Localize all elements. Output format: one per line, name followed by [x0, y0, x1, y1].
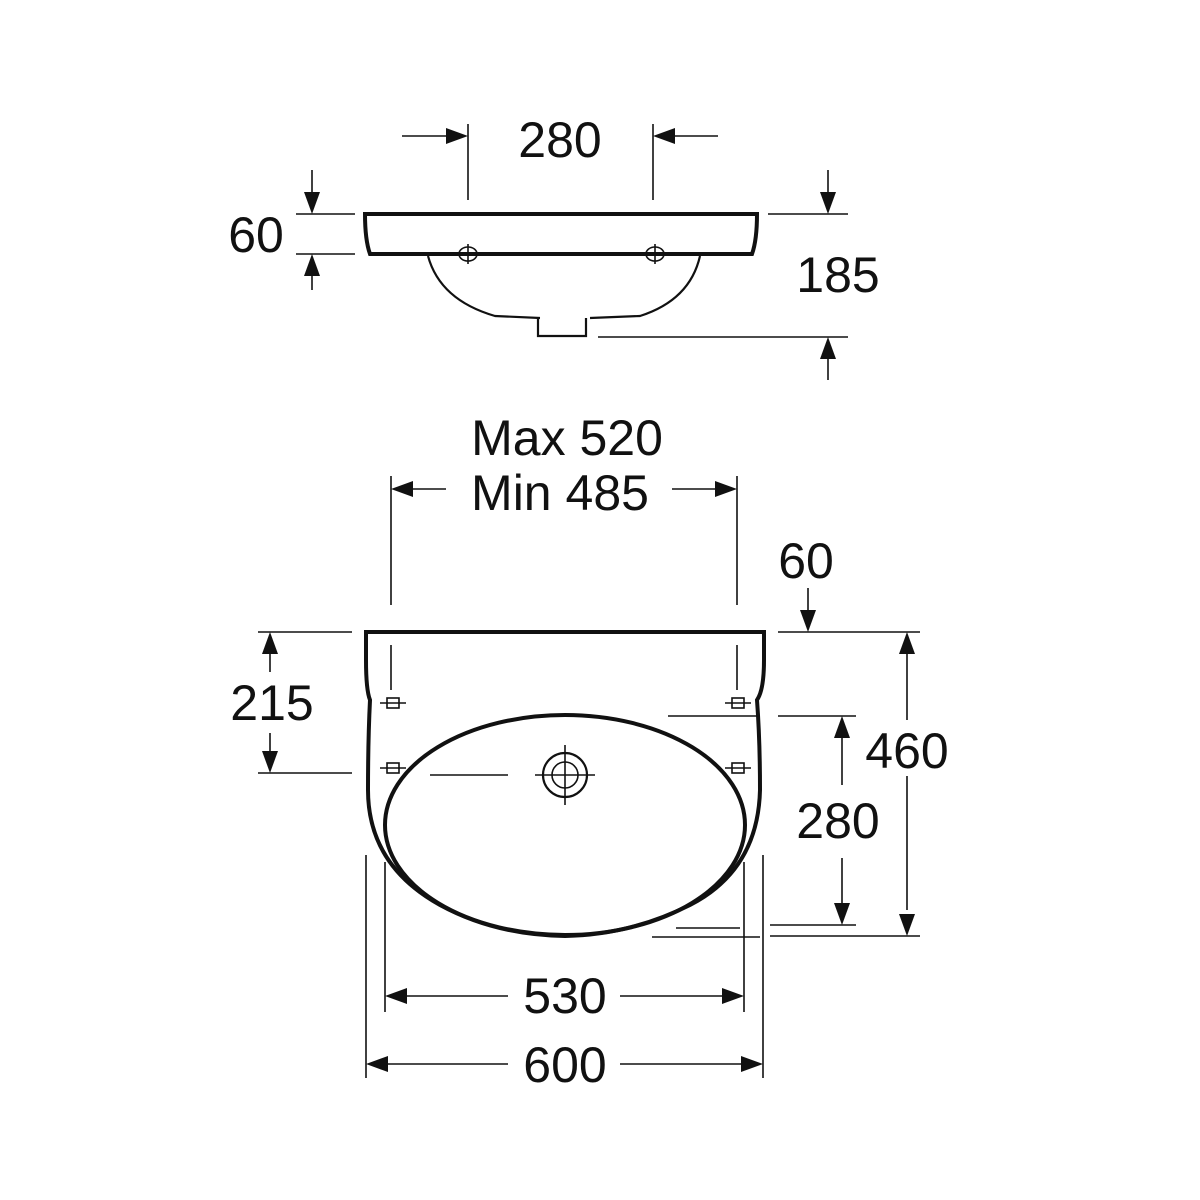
- dim-arrow: [899, 632, 915, 654]
- dim-bracket-min: Min 485: [471, 465, 649, 521]
- dim-bowl-width: 530: [523, 968, 606, 1024]
- dim-arrow: [385, 988, 407, 1004]
- dim-arrow: [741, 1056, 763, 1072]
- fixing-point-icon: [725, 697, 751, 709]
- dim-arrow: [834, 716, 850, 738]
- dim-arrow: [366, 1056, 388, 1072]
- side-rim-outline: [362, 212, 760, 256]
- dim-arrow: [304, 192, 320, 214]
- dim-arrow: [446, 128, 468, 144]
- tap-hole-left: [458, 244, 478, 264]
- fixing-point-icon: [380, 697, 406, 709]
- label-backdrop: [862, 720, 952, 776]
- fixing-point-icon: [380, 762, 406, 774]
- dim-arrow: [820, 192, 836, 214]
- tap-hole-right: [645, 244, 665, 264]
- dim-arrow: [715, 481, 737, 497]
- side-bowl-outline: [426, 255, 702, 320]
- dim-arrow: [262, 632, 278, 654]
- dim-rim-height: 60: [228, 207, 284, 263]
- dim-arrow: [800, 610, 816, 632]
- dim-bracket-height: 215: [230, 675, 313, 731]
- fixing-point-icon: [725, 762, 751, 774]
- dim-arrow: [899, 914, 915, 936]
- dim-bracket-max: Max 520: [471, 410, 663, 466]
- dim-total-depth: 460: [865, 723, 948, 779]
- side-view: 280 60 185: [228, 112, 880, 380]
- waste-drain-icon: [535, 745, 595, 805]
- dim-arrow: [722, 988, 744, 1004]
- dim-total-height: 185: [796, 247, 879, 303]
- plan-bowl-outline: [383, 713, 747, 937]
- dim-arrow: [834, 903, 850, 925]
- dim-rim-depth: 60: [778, 533, 834, 589]
- dim-bowl-depth: 280: [796, 793, 879, 849]
- plan-view: Max 520 Min 485 60 215 460 280: [230, 410, 952, 1093]
- dim-arrow: [653, 128, 675, 144]
- dim-total-width: 600: [523, 1037, 606, 1093]
- dim-arrow: [304, 254, 320, 276]
- dim-arrow: [820, 337, 836, 359]
- dim-arrow: [262, 751, 278, 773]
- side-waste-outlet: [536, 318, 588, 338]
- dim-arrow: [391, 481, 413, 497]
- dim-hole-spacing: 280: [518, 112, 601, 168]
